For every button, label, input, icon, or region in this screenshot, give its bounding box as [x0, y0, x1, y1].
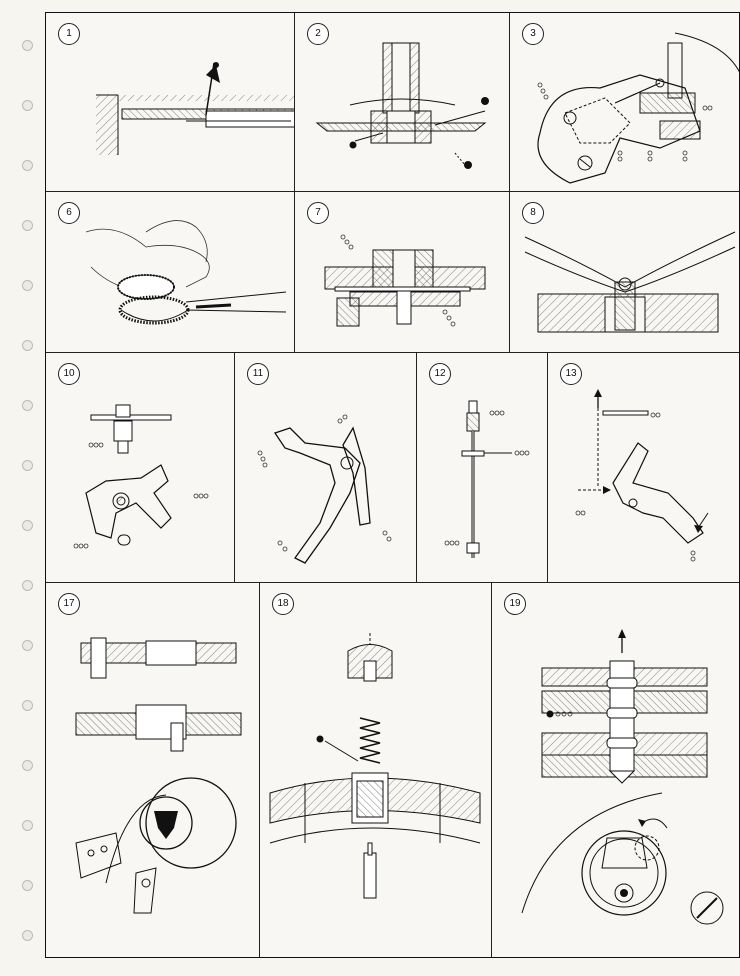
punch-hole [22, 760, 33, 771]
figure-number: 2 [307, 23, 329, 45]
figure-11-drawing [257, 414, 392, 564]
figure-13-drawing [575, 389, 709, 562]
figure-12-panel: 12 [416, 352, 547, 582]
punch-hole [22, 100, 33, 111]
figure-12-drawing [444, 400, 530, 558]
figure-7-drawing [324, 234, 486, 327]
figure-number: 17 [58, 593, 80, 615]
figure-18-drawing [269, 633, 481, 899]
punch-hole [22, 400, 33, 411]
figure-8-drawing [524, 231, 736, 333]
figure-10-drawing [73, 404, 209, 549]
punch-hole [22, 160, 33, 171]
figure-10-panel: 10 [45, 352, 234, 582]
figure-number: 3 [522, 23, 544, 45]
figure-number: 8 [522, 202, 544, 224]
figure-17-panel: 17 [45, 582, 259, 958]
figure-1-panel: 1 [45, 12, 294, 191]
figure-18-panel: 18 [259, 582, 491, 958]
figure-11-panel: 11 [234, 352, 416, 582]
punch-hole [22, 700, 33, 711]
figure-19-panel: 19 [491, 582, 740, 958]
figure-number: 18 [272, 593, 294, 615]
figure-1-drawing [96, 62, 294, 155]
punch-hole [22, 580, 33, 591]
punch-hole [22, 880, 33, 891]
punch-hole [22, 640, 33, 651]
figure-2-drawing [315, 42, 489, 169]
figure-number: 10 [58, 363, 80, 385]
punch-hole [22, 280, 33, 291]
figure-number: 11 [247, 363, 269, 385]
figure-number: 12 [429, 363, 451, 385]
punch-hole [22, 520, 33, 531]
figure-19-drawing [521, 629, 724, 925]
figure-number: 7 [307, 202, 329, 224]
figure-13-panel: 13 [547, 352, 740, 582]
figure-number: 1 [58, 23, 80, 45]
punch-hole [22, 220, 33, 231]
figure-number: 6 [58, 202, 80, 224]
figure-8-panel: 8 [509, 191, 740, 352]
figure-3-panel: 3 [509, 12, 740, 191]
punch-hole [22, 460, 33, 471]
punch-hole [22, 340, 33, 351]
figure-17-drawing [75, 637, 242, 914]
figure-3-drawing [537, 32, 740, 184]
figure-7-panel: 7 [294, 191, 509, 352]
punch-hole [22, 40, 33, 51]
binding-margin [0, 0, 46, 976]
figure-6-drawing [85, 220, 287, 325]
punch-hole [22, 930, 33, 941]
figure-2-panel: 2 [294, 12, 509, 191]
figure-number: 13 [560, 363, 582, 385]
punch-hole [22, 820, 33, 831]
figure-number: 19 [504, 593, 526, 615]
figure-6-panel: 6 [45, 191, 294, 352]
